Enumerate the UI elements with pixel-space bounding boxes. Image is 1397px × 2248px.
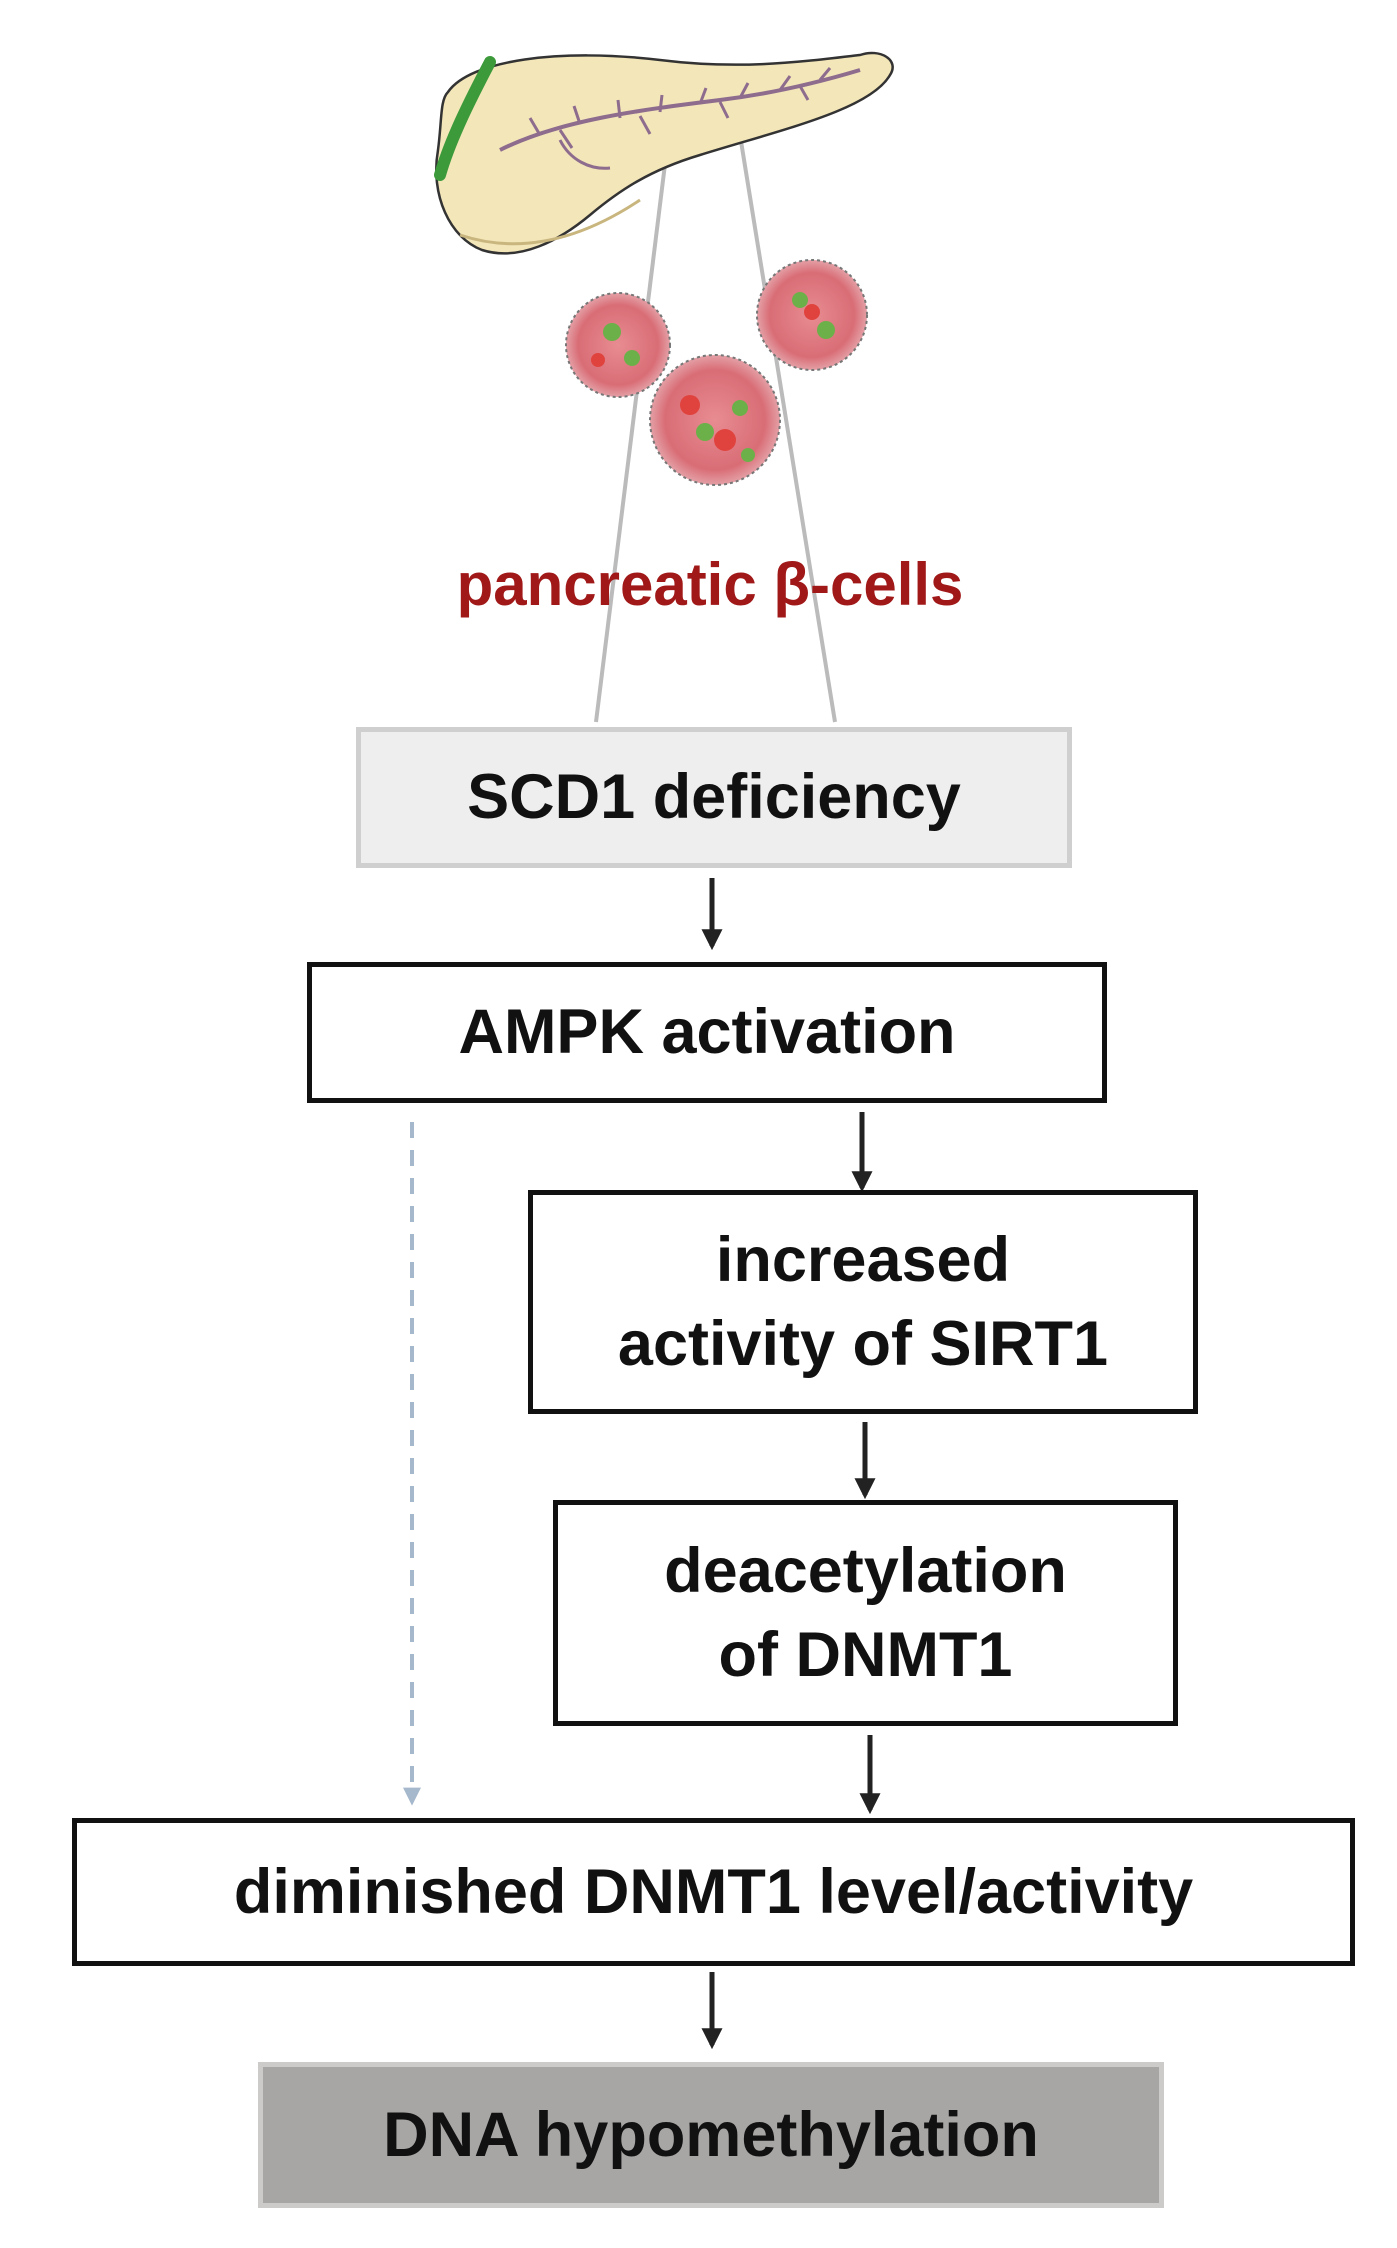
dnmt1-level-text: diminished DNMT1 level/activity <box>233 1856 1194 1927</box>
sirt1-activity-box: increased activity of SIRT1 <box>528 1190 1198 1414</box>
dna-hypomethylation-box: DNA hypomethylation <box>258 2062 1164 2208</box>
sirt1-activity-line1: increased <box>715 1224 1011 1295</box>
pancreas-illustration <box>434 51 894 255</box>
deacetylation-line2: of DNMT1 <box>718 1620 1013 1690</box>
deacetylation-box: deacetylation of DNMT1 <box>553 1500 1178 1726</box>
ampk-activation-box: AMPK activation <box>307 962 1107 1103</box>
sirt1-activity-line2: activity of SIRT1 <box>617 1309 1109 1379</box>
zoom-lines <box>594 134 837 723</box>
dnmt1-level-box: diminished DNMT1 level/activity <box>72 1818 1355 1966</box>
ampk-activation-text: AMPK activation <box>458 997 956 1068</box>
flow-arrows <box>701 878 881 2050</box>
cell-type-label: pancreatic β-cells <box>456 551 964 618</box>
deacetylation-line1: deacetylation <box>664 1535 1067 1606</box>
scd1-deficiency-box: SCD1 deficiency <box>356 727 1072 868</box>
dna-hypomethylation-text: DNA hypomethylation <box>383 2099 1039 2170</box>
islets <box>565 259 868 486</box>
scd1-deficiency-text: SCD1 deficiency <box>467 762 961 833</box>
